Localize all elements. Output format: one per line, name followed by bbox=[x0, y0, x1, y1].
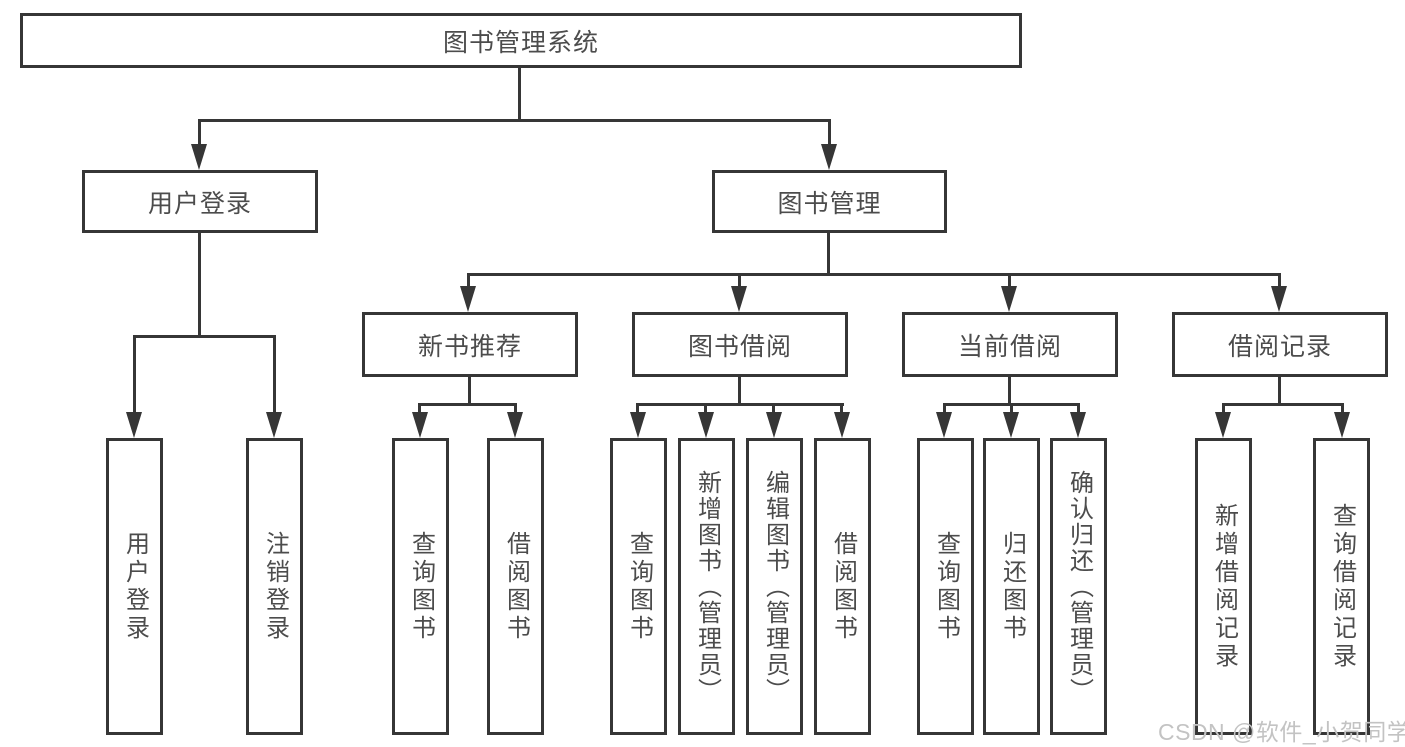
node-user-login-label: 用户登录 bbox=[147, 189, 252, 218]
arrowhead-down-icon bbox=[1070, 412, 1086, 438]
leaf-borrow-book-2-label: 借阅图书 bbox=[829, 530, 857, 643]
arrowhead-down-icon bbox=[1215, 412, 1231, 438]
leaf-logout-label: 注销登录 bbox=[261, 530, 289, 643]
arrowhead-down-icon bbox=[460, 286, 476, 312]
arrowhead-down-icon bbox=[766, 412, 782, 438]
node-book-mgmt: 图书管理 bbox=[712, 170, 947, 233]
node-book-borrow-label: 图书借阅 bbox=[687, 332, 792, 361]
leaf-query-record-label: 查询借阅记录 bbox=[1328, 502, 1356, 671]
arrowhead-down-icon bbox=[412, 412, 428, 438]
connector-arrow-line bbox=[418, 403, 421, 414]
connector-arrow-line bbox=[1010, 403, 1013, 414]
leaf-borrow-book-1: 借阅图书 bbox=[487, 438, 544, 735]
connector-user-login-rail bbox=[133, 335, 276, 338]
node-user-login: 用户登录 bbox=[82, 170, 318, 233]
connector-root-stem bbox=[518, 66, 521, 122]
leaf-query-book-2: 查询图书 bbox=[610, 438, 667, 735]
node-current-borrow: 当前借阅 bbox=[902, 312, 1118, 377]
leaf-query-book-1-label: 查询图书 bbox=[407, 530, 435, 643]
arrowhead-down-icon bbox=[630, 412, 646, 438]
leaf-confirm-return: 确认归还（管理员） bbox=[1050, 438, 1107, 735]
arrowhead-down-icon bbox=[731, 286, 747, 312]
watermark-text: CSDN @软件_小贺同学 bbox=[1158, 719, 1405, 745]
node-book-mgmt-label: 图书管理 bbox=[777, 189, 882, 218]
leaf-add-record: 新增借阅记录 bbox=[1195, 438, 1252, 735]
arrowhead-down-icon bbox=[507, 412, 523, 438]
leaf-edit-book: 编辑图书（管理员） bbox=[746, 438, 803, 735]
leaf-query-book-1: 查询图书 bbox=[392, 438, 449, 735]
connector-arrow-line bbox=[514, 403, 517, 414]
arrowhead-down-icon bbox=[1271, 286, 1287, 312]
arrowhead-down-icon bbox=[698, 412, 714, 438]
connector-arrow-line bbox=[704, 403, 707, 414]
leaf-add-book: 新增图书（管理员） bbox=[678, 438, 735, 735]
connector-arrow-line bbox=[1008, 273, 1011, 288]
connector-arrow-line bbox=[840, 403, 843, 414]
connector-user-login-stem bbox=[198, 233, 201, 338]
connector-borrow-record-stem bbox=[1278, 377, 1281, 406]
arrowhead-down-icon bbox=[1334, 412, 1350, 438]
node-root-label: 图书管理系统 bbox=[442, 28, 599, 57]
leaf-confirm-return-label: 确认归还（管理员） bbox=[1065, 469, 1093, 704]
node-borrow-record: 借阅记录 bbox=[1172, 312, 1388, 377]
leaf-return-book-label: 归还图书 bbox=[998, 530, 1026, 643]
node-book-borrow: 图书借阅 bbox=[632, 312, 848, 377]
node-root: 图书管理系统 bbox=[20, 13, 1022, 68]
connector-book-borrow-rail bbox=[636, 403, 844, 406]
connector-root-rail bbox=[198, 119, 831, 122]
connector-arrow-line bbox=[1077, 403, 1080, 414]
node-new-book-rec: 新书推荐 bbox=[362, 312, 578, 377]
leaf-query-book-3: 查询图书 bbox=[917, 438, 974, 735]
node-current-borrow-label: 当前借阅 bbox=[957, 332, 1062, 361]
leaf-user-login-label: 用户登录 bbox=[121, 530, 149, 643]
connector-current-borrow-stem bbox=[1008, 377, 1011, 406]
arrowhead-down-icon bbox=[191, 144, 207, 170]
connector-arrow-line bbox=[133, 335, 136, 412]
leaf-borrow-book-2: 借阅图书 bbox=[814, 438, 871, 735]
connector-arrow-line bbox=[467, 273, 470, 288]
connector-new-book-rec-rail bbox=[418, 403, 517, 406]
arrowhead-down-icon bbox=[266, 412, 282, 438]
arrowhead-down-icon bbox=[834, 412, 850, 438]
leaf-edit-book-label: 编辑图书（管理员） bbox=[761, 469, 789, 704]
leaf-borrow-book-1-label: 借阅图书 bbox=[502, 530, 530, 643]
leaf-add-book-label: 新增图书（管理员） bbox=[693, 469, 721, 704]
connector-book-mgmt-rail bbox=[467, 273, 1281, 276]
leaf-logout: 注销登录 bbox=[246, 438, 303, 735]
leaf-return-book: 归还图书 bbox=[983, 438, 1040, 735]
connector-arrow-line bbox=[636, 403, 639, 414]
connector-book-borrow-stem bbox=[738, 377, 741, 406]
node-new-book-rec-label: 新书推荐 bbox=[417, 332, 522, 361]
connector-arrow-line bbox=[738, 273, 741, 288]
connector-arrow-line bbox=[1278, 273, 1281, 288]
leaf-query-book-3-label: 查询图书 bbox=[932, 530, 960, 643]
connector-arrow-line bbox=[1222, 403, 1225, 414]
connector-book-mgmt-stem bbox=[827, 233, 830, 276]
connector-arrow-line bbox=[273, 335, 276, 412]
leaf-query-book-2-label: 查询图书 bbox=[625, 530, 653, 643]
arrowhead-down-icon bbox=[126, 412, 142, 438]
connector-arrow-line bbox=[828, 119, 831, 146]
connector-arrow-line bbox=[198, 119, 201, 146]
arrowhead-down-icon bbox=[1003, 412, 1019, 438]
connector-arrow-line bbox=[772, 403, 775, 414]
arrowhead-down-icon bbox=[936, 412, 952, 438]
arrowhead-down-icon bbox=[1001, 286, 1017, 312]
leaf-query-record: 查询借阅记录 bbox=[1313, 438, 1370, 735]
connector-arrow-line bbox=[1341, 403, 1344, 414]
connector-new-book-rec-stem bbox=[468, 377, 471, 406]
connector-arrow-line bbox=[943, 403, 946, 414]
node-borrow-record-label: 借阅记录 bbox=[1227, 332, 1332, 361]
arrowhead-down-icon bbox=[821, 144, 837, 170]
leaf-user-login: 用户登录 bbox=[106, 438, 163, 735]
leaf-add-record-label: 新增借阅记录 bbox=[1210, 502, 1238, 671]
connector-borrow-record-rail bbox=[1222, 403, 1344, 406]
